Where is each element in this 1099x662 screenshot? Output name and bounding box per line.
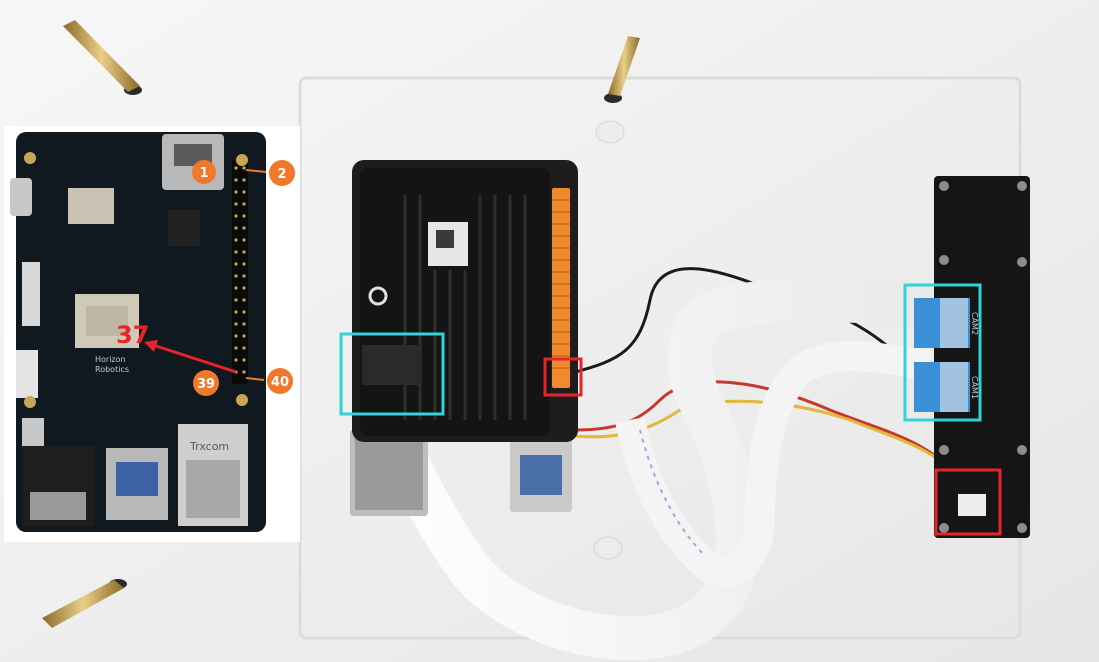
silkscreen-brand-line2: Robotics xyxy=(95,365,129,374)
callout-pin-2-label: 2 xyxy=(277,167,286,182)
logo-mark xyxy=(368,286,388,306)
heatsink-fins xyxy=(403,195,527,420)
pin-37-arrow xyxy=(144,340,237,374)
standoff-top-left xyxy=(63,20,142,95)
black-cable xyxy=(574,267,947,421)
callout-pin-39: 39 xyxy=(193,370,219,396)
standoff-top-right xyxy=(604,36,640,103)
dual-camera-highlight xyxy=(903,283,982,422)
silkscreen-ethernet-brand: Trxcom xyxy=(189,440,229,453)
main-board-with-heatsink xyxy=(350,160,578,516)
mounting-hole xyxy=(595,120,625,144)
callout-pin-39-label: 39 xyxy=(197,377,215,392)
red-cable xyxy=(574,380,962,481)
camera-adapter-board: CAM2 CAM1 xyxy=(914,176,1030,538)
callout-pin-40-label: 40 xyxy=(271,375,289,390)
inset-reference-panel: Trxcom Horizon Robotics xyxy=(4,126,300,542)
mounting-hole xyxy=(593,536,623,560)
power-connector-highlight xyxy=(934,468,1002,536)
ribbon-cable-second xyxy=(615,340,932,588)
gpio-header-orange xyxy=(552,188,570,388)
camera-connector-highlight xyxy=(339,332,445,416)
callout-pin-37-label: 37 xyxy=(116,321,149,349)
uart-connector-highlight xyxy=(543,357,583,397)
callout-pin-1: 1 xyxy=(192,160,216,184)
callout-pin-2: 2 xyxy=(245,160,295,186)
silkscreen-brand-line1: Horizon xyxy=(95,355,126,364)
silkscreen-cam1: CAM1 xyxy=(970,376,979,399)
callout-pin-40: 40 xyxy=(245,368,293,394)
standoff-bottom-left xyxy=(42,579,127,628)
inset-gpio-header xyxy=(232,160,248,384)
callout-pin-1-label: 1 xyxy=(199,166,208,181)
silkscreen-cam2: CAM2 xyxy=(970,312,979,335)
